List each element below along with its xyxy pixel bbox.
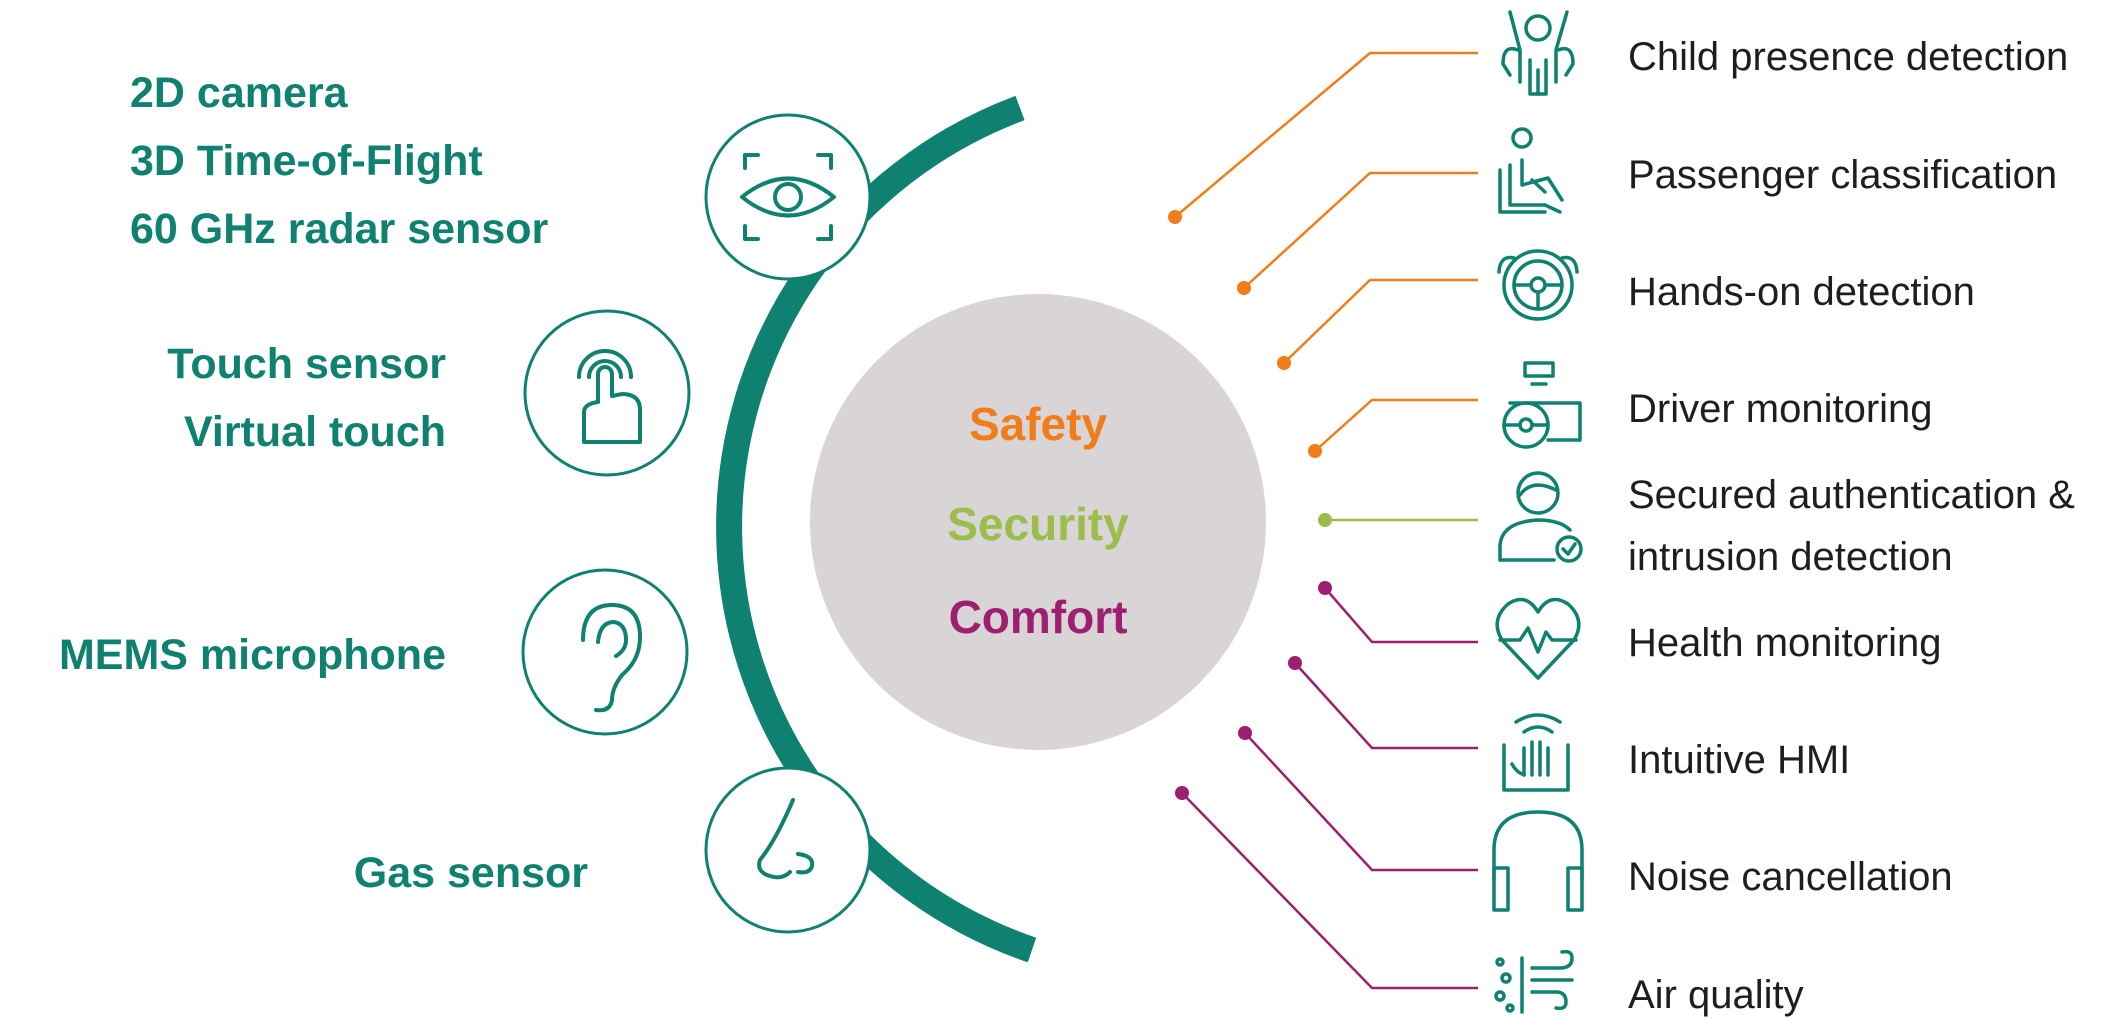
- sensor-label-radar: 60 GHz radar sensor: [130, 205, 549, 253]
- center-label-security: Security: [947, 498, 1129, 550]
- nose-icon: [757, 798, 815, 880]
- sensor-label-virtual-touch: Virtual touch: [184, 408, 446, 456]
- connector-health-monitoring: [1318, 581, 1478, 644]
- app-label-health-monitoring: Health monitoring: [1628, 621, 1942, 665]
- center-label-safety: Safety: [969, 398, 1107, 450]
- app-label-driver-monitoring: Driver monitoring: [1628, 387, 1933, 431]
- sensor-label-mems: MEMS microphone: [59, 631, 446, 679]
- sensor-label-2d-camera: 2D camera: [130, 69, 349, 117]
- connector-hands-on: [1277, 278, 1478, 370]
- sensor-arc: [716, 95, 1037, 963]
- connector-driver-monitoring: [1308, 398, 1478, 458]
- app-label-authentication: Secured authentication &: [1628, 473, 2075, 517]
- app-label-intuitive-hmi: Intuitive HMI: [1628, 738, 1850, 782]
- touch-hand-icon: [577, 349, 642, 444]
- app-label-intrusion-detection: intrusion detection: [1628, 535, 1953, 579]
- app-label-child-presence: Child presence detection: [1628, 35, 2068, 79]
- app-label-air-quality: Air quality: [1628, 973, 1804, 1017]
- eye-icon: [740, 153, 836, 241]
- driver-monitor-icon: [1502, 361, 1582, 449]
- app-label-hands-on: Hands-on detection: [1628, 270, 1975, 314]
- headphones-icon: [1492, 810, 1584, 912]
- connector-passenger-classification: [1237, 171, 1478, 295]
- steering-wheel-hands-icon: [1497, 249, 1579, 321]
- connector-authentication: [1318, 513, 1478, 527]
- connector-lines: [1168, 51, 1478, 990]
- connector-air-quality: [1175, 786, 1478, 990]
- sensor-node-touch: [523, 309, 691, 477]
- connector-intuitive-hmi: [1288, 656, 1478, 750]
- connector-child-presence: [1168, 51, 1478, 224]
- app-label-passenger-classification: Passenger classification: [1628, 153, 2057, 197]
- sensor-label-3d-tof: 3D Time-of-Flight: [130, 137, 483, 185]
- child-seat-icon: [1501, 10, 1575, 96]
- connector-noise-cancellation: [1238, 726, 1478, 872]
- sensor-node-gas: [704, 766, 872, 934]
- heart-pulse-icon: [1495, 597, 1581, 680]
- sensor-label-gas: Gas sensor: [354, 849, 588, 897]
- sensor-label-touch: Touch sensor: [167, 340, 446, 388]
- user-check-icon: [1498, 471, 1583, 563]
- center-circle: [810, 294, 1266, 750]
- passenger-seat-icon: [1498, 127, 1564, 214]
- gesture-hand-icon: [1502, 713, 1570, 792]
- center-label-comfort: Comfort: [949, 591, 1128, 643]
- sensor-node-microphone: [521, 568, 689, 736]
- sensor-node-vision: [704, 113, 872, 281]
- ear-icon: [581, 603, 642, 713]
- app-label-noise-cancellation: Noise cancellation: [1628, 855, 1953, 899]
- air-flow-icon: [1494, 949, 1574, 1014]
